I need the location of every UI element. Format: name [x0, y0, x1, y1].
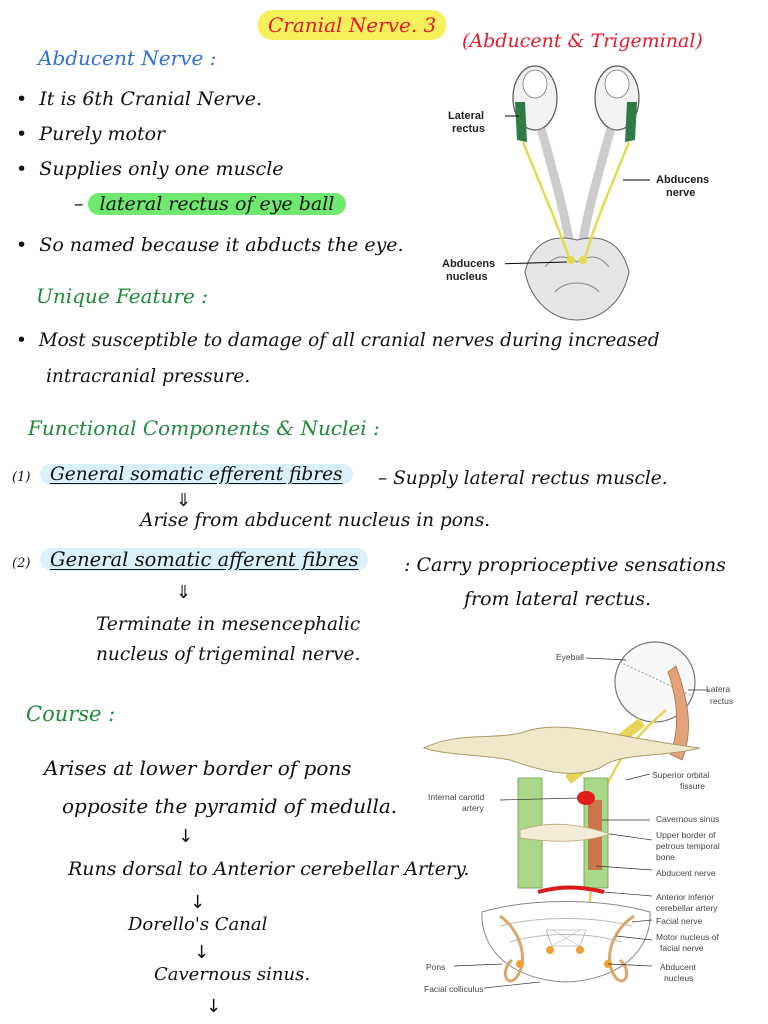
gsa-term: General somatic afferent fibres	[50, 548, 359, 571]
item1-term: General somatic efferent fibres	[40, 464, 353, 485]
item2-number: (2)	[12, 556, 31, 571]
label-lateral: Lateral	[448, 110, 485, 122]
item1-number: (1)	[12, 470, 31, 485]
label-cavernous-sinus: Cavernous sinus	[656, 814, 720, 824]
course-step3: Dorello's Canal	[128, 914, 268, 935]
label-motor-nucleus: Motor nucleus of	[656, 932, 719, 942]
bullet-text: Supplies only one muscle	[39, 158, 284, 180]
label-abducent-nucleus2: nucleus	[664, 973, 694, 983]
label-abducent-nucleus: Abducent	[660, 962, 696, 972]
abducens-pathway-diagram	[505, 65, 650, 321]
course-step2: Runs dorsal to Anterior cerebellar Arter…	[68, 858, 470, 880]
down-arrow-icon: ⇓	[176, 490, 192, 511]
bullet-one-muscle: • Supplies only one muscle	[16, 158, 284, 180]
bullet-text: Purely motor	[39, 123, 166, 145]
bullet-sixth-nerve: • It is 6th Cranial Nerve.	[16, 88, 263, 110]
course-heading-text: Course :	[26, 702, 116, 726]
item2-description-2: from lateral rectus.	[464, 588, 652, 610]
label-nucleus: nucleus	[446, 271, 488, 283]
bullet-text: So named because it abducts the eye.	[39, 234, 404, 256]
item2-description: : Carry proprioceptive sensations	[404, 554, 726, 576]
item2-sub2: nucleus of trigeminal nerve.	[96, 644, 361, 665]
label-motor-facial: facial nerve	[660, 943, 704, 953]
label-latera: Latera	[706, 684, 731, 694]
course-step4: Cavernous sinus.	[154, 964, 311, 985]
label-facial-colliculus: Facial colliculus	[424, 984, 484, 994]
label-bone: bone	[656, 852, 675, 862]
label-abducent-nerve: Abducent nerve	[656, 868, 716, 878]
highlight-line: –lateral rectus of eye ball	[74, 193, 347, 215]
bullet-text: It is 6th Cranial Nerve.	[39, 88, 263, 110]
unique-heading: Unique Feature :	[36, 284, 208, 308]
unique-line1: • Most susceptible to damage of all cran…	[16, 330, 660, 351]
down-arrow-icon: ⇓	[176, 582, 192, 603]
item2-sub1: Terminate in mesencephalic	[96, 614, 361, 635]
course-line2: opposite the pyramid of medulla.	[62, 794, 398, 818]
label-fissure: fissure	[680, 781, 706, 791]
label-eyeball: Eyeball	[556, 652, 584, 662]
down-arrow-icon: ↓	[178, 826, 194, 847]
unique-text: Most susceptible to damage of all crania…	[38, 330, 660, 351]
bullet-purely-motor: • Purely motor	[16, 123, 166, 145]
down-arrow-icon: ↓	[190, 892, 206, 913]
label-artery: artery	[462, 803, 484, 813]
lateral-rectus-highlight: lateral rectus of eye ball	[87, 193, 347, 215]
down-arrow-icon: ↓	[194, 942, 210, 963]
abducent-heading: Abducent Nerve :	[38, 46, 217, 70]
label-aica1: Anterior inferior	[656, 892, 715, 902]
bullet-abducts: • So named because it abducts the eye.	[16, 234, 404, 256]
label-internal-carotid: Internal carotid	[428, 792, 485, 802]
course-heading: Course :	[26, 702, 115, 726]
label-upper-border: Upper border of	[656, 830, 716, 840]
gse-term: General somatic efferent fibres	[50, 464, 343, 485]
abducent-course-diagram	[422, 641, 710, 989]
unique-line2: intracranial pressure.	[46, 366, 251, 387]
item2-term: General somatic afferent fibres	[40, 548, 369, 571]
label-superior-orbital: Superior orbital	[652, 770, 710, 780]
label-facial-nerve: Facial nerve	[656, 916, 703, 926]
item1-description: – Supply lateral rectus muscle.	[378, 468, 668, 489]
label-petrous-temporal: petrous temporal	[656, 841, 720, 851]
label-rectus: rectus	[452, 123, 486, 135]
course-line1: Arises at lower border of pons	[44, 756, 352, 780]
page-title: Cranial Nerve. 3	[258, 10, 447, 40]
functional-heading: Functional Components & Nuclei :	[28, 416, 380, 440]
page-subtitle: (Abducent & Trigeminal)	[462, 30, 703, 52]
label-abducens: Abducens	[656, 174, 710, 186]
item1-sub: Arise from abducent nucleus in pons.	[140, 510, 491, 531]
label-nerve: nerve	[666, 187, 696, 199]
label-latera-rectus: rectus	[710, 696, 734, 706]
label-aica2: cerebellar artery	[656, 903, 718, 913]
label-abducens-nucleus: Abducens	[442, 258, 496, 270]
down-arrow-icon: ↓	[206, 996, 222, 1017]
label-pons: Pons	[426, 962, 446, 972]
